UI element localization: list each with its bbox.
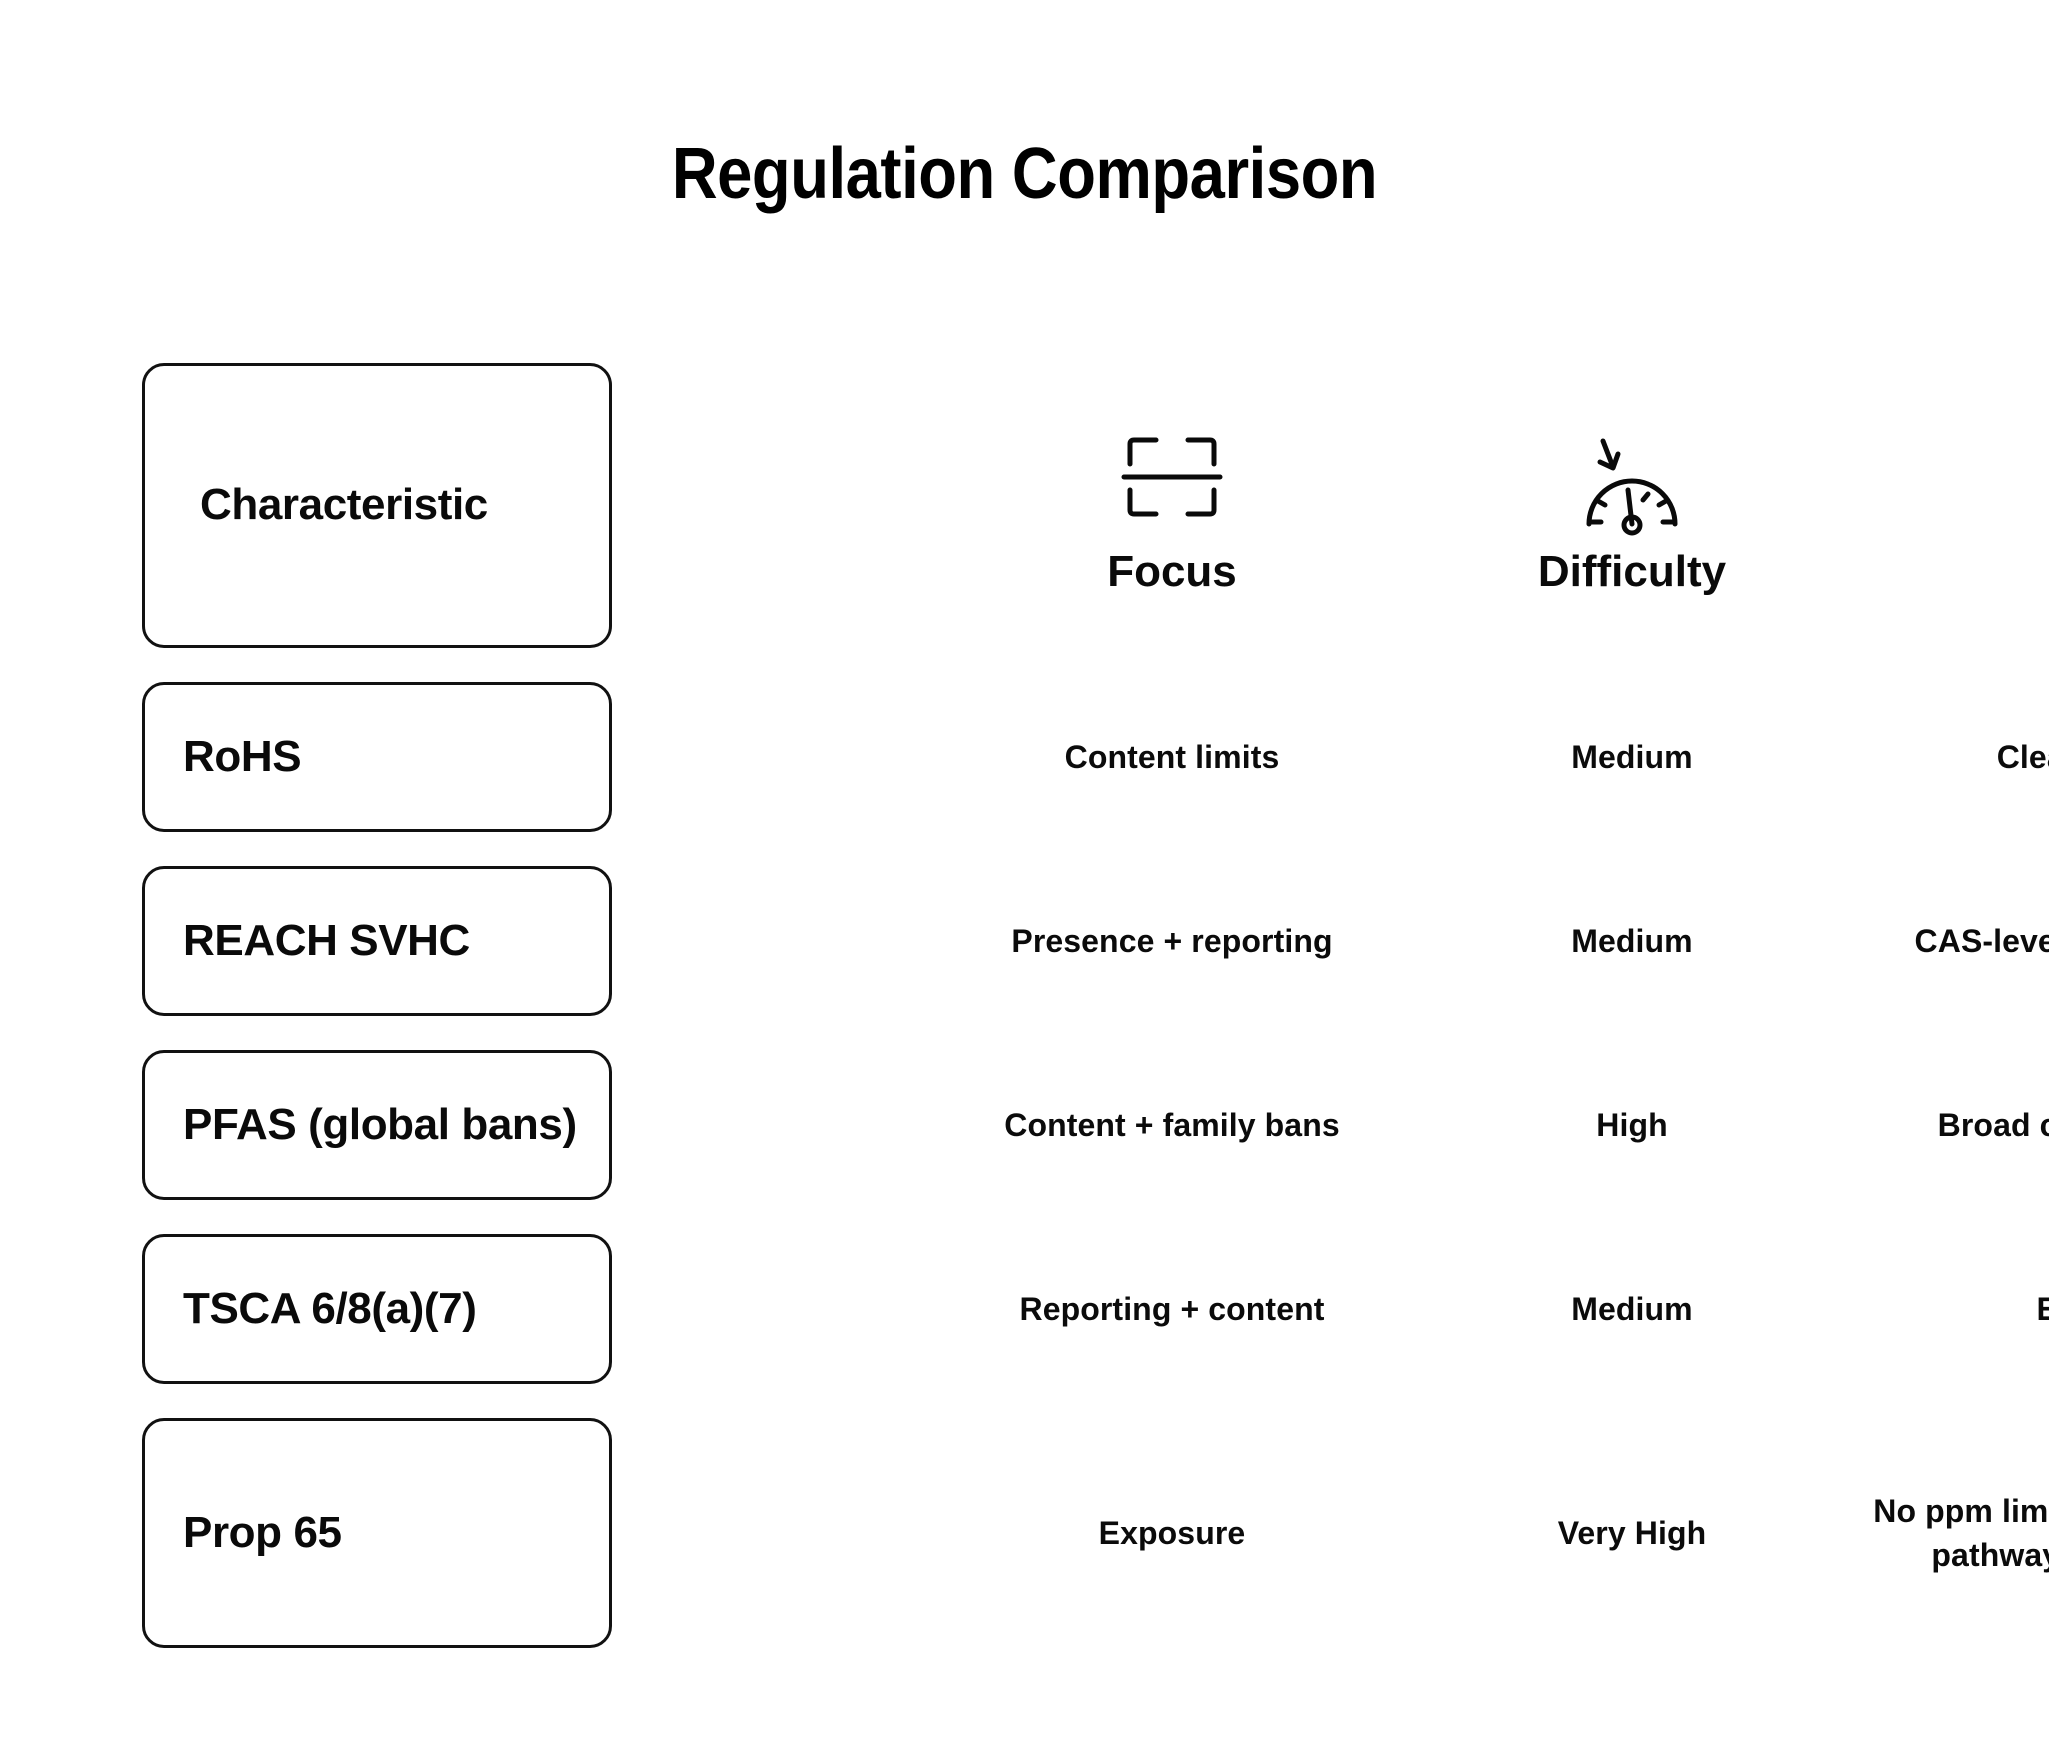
cell-difficulty: Medium xyxy=(1571,922,1693,959)
row-cells: Presence + reporting Medium CAS-level ma… xyxy=(612,866,2049,1016)
cell-focus: Exposure xyxy=(1098,1514,1246,1551)
cell-difficulty: Medium xyxy=(1571,738,1693,775)
table-row: RoHS Content limits Medium Clear ppm lim… xyxy=(142,682,2049,832)
header-label-box: Characteristic xyxy=(142,363,612,648)
row-label: RoHS xyxy=(183,731,302,781)
cell-why: EPA-driven xyxy=(2036,1290,2049,1327)
header-cells: Focus xyxy=(612,363,1932,648)
row-label-box: TSCA 6/8(a)(7) xyxy=(142,1234,612,1384)
row-label-box: PFAS (global bans) xyxy=(142,1050,612,1200)
column-header-difficulty: Difficulty xyxy=(1482,418,1782,594)
gauge-arrow-down-icon xyxy=(1572,418,1692,536)
cell-why: Clear ppm limits xyxy=(1996,738,2049,775)
header-row-label: Characteristic xyxy=(200,480,488,530)
row-cells: Content + family bans High Broad chemica… xyxy=(612,1050,2049,1200)
cell-difficulty: Very High xyxy=(1557,1514,1707,1551)
row-label-box: Prop 65 xyxy=(142,1418,612,1648)
cell-focus: Content + family bans xyxy=(1004,1106,1340,1143)
cell-focus: Presence + reporting xyxy=(1011,922,1333,959)
column-header-difficulty-label: Difficulty xyxy=(1537,546,1727,596)
cell-difficulty: High xyxy=(1596,1106,1668,1143)
comparison-grid: Characteristic Focus xyxy=(142,363,2049,1648)
row-cells: Content limits Medium Clear ppm limits xyxy=(612,682,2049,832)
row-label-box: RoHS xyxy=(142,682,612,832)
column-header-focus-label: Focus xyxy=(1107,546,1237,596)
cell-why: No ppm limits, unclear exposure pathways… xyxy=(1873,1492,2049,1573)
row-cells: Reporting + content Medium EPA-driven xyxy=(612,1234,2049,1384)
row-label-box: REACH SVHC xyxy=(142,866,612,1016)
table-row: PFAS (global bans) Content + family bans… xyxy=(142,1050,2049,1200)
cell-why: CAS-level mapping needed xyxy=(1914,922,2049,959)
table-row: TSCA 6/8(a)(7) Reporting + content Mediu… xyxy=(142,1234,2049,1384)
row-label: PFAS (global bans) xyxy=(183,1099,577,1149)
column-header-why: Why xyxy=(1842,418,2049,594)
scan-focus-icon xyxy=(1112,418,1232,536)
row-label: REACH SVHC xyxy=(183,915,470,965)
table-row: Prop 65 Exposure Very High No ppm limits… xyxy=(142,1418,2049,1648)
row-label: Prop 65 xyxy=(183,1507,342,1557)
cell-difficulty: Medium xyxy=(1571,1290,1693,1327)
row-cells: Exposure Very High No ppm limits, unclea… xyxy=(612,1418,2049,1648)
column-header-focus: Focus xyxy=(962,418,1382,594)
cell-focus: Content limits xyxy=(1064,738,1280,775)
cell-why: Broad chemical families xyxy=(1937,1106,2049,1143)
cell-focus: Reporting + content xyxy=(1019,1290,1325,1327)
table-row: REACH SVHC Presence + reporting Medium C… xyxy=(142,866,2049,1016)
row-label: TSCA 6/8(a)(7) xyxy=(183,1283,477,1333)
page-title: Regulation Comparison xyxy=(671,134,1378,214)
table-header-row: Characteristic Focus xyxy=(142,363,1932,648)
